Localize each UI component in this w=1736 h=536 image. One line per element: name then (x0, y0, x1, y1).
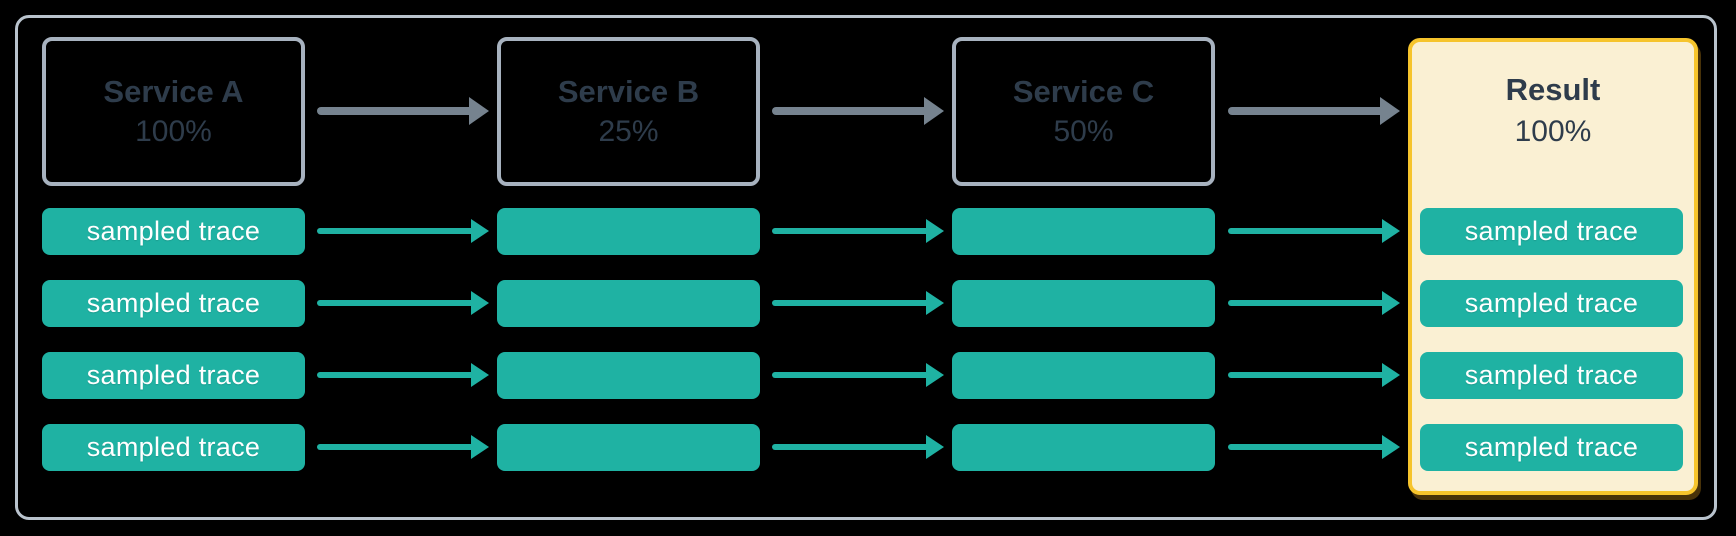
arrow-head-icon (926, 291, 944, 315)
result-panel: Result 100% (1408, 38, 1698, 495)
arrow-head-icon (1382, 363, 1400, 387)
service-c-title: Service C (1012, 73, 1155, 109)
arrow-shaft (1228, 228, 1385, 234)
arrow-shaft (1228, 444, 1385, 450)
arrow-shaft (772, 107, 929, 115)
service-a-box: Service A 100% (42, 37, 305, 186)
arrow-shaft (1228, 107, 1385, 115)
arrow-shaft (772, 372, 929, 378)
trace-bar-label: sampled trace (86, 288, 261, 318)
arrow-head-icon (926, 363, 944, 387)
arrow-shaft (317, 444, 474, 450)
trace-bar (497, 352, 760, 399)
arrow-shaft (772, 228, 929, 234)
arrow-shaft (317, 300, 474, 306)
arrow-shaft (317, 372, 474, 378)
trace-bar-label: sampled trace (1464, 288, 1639, 318)
service-a-title: Service A (103, 73, 244, 109)
arrow-head-icon (471, 363, 489, 387)
service-b-percent: 25% (598, 114, 659, 148)
arrow-head-icon (1382, 291, 1400, 315)
sampled-trace-bar: sampled trace (42, 280, 305, 327)
arrow-head-icon (926, 219, 944, 243)
trace-bar (952, 424, 1215, 471)
service-b-title: Service B (557, 73, 700, 109)
arrow-shaft (317, 228, 474, 234)
arrow-shaft (772, 444, 929, 450)
result-title: Result (1505, 72, 1601, 107)
sampled-trace-bar: sampled trace (42, 352, 305, 399)
arrow-head-icon (471, 435, 489, 459)
trace-bar-label: sampled trace (86, 360, 261, 390)
trace-bar (952, 280, 1215, 327)
arrow-shaft (1228, 372, 1385, 378)
outer-frame (15, 15, 1717, 520)
trace-bar (497, 208, 760, 255)
arrow-shaft (1228, 300, 1385, 306)
trace-bar-label: sampled trace (1464, 432, 1639, 462)
trace-bar (952, 208, 1215, 255)
arrow-head-icon (469, 97, 489, 125)
arrow-head-icon (1382, 219, 1400, 243)
trace-bar (497, 424, 760, 471)
result-sampled-trace-bar: sampled trace (1420, 352, 1683, 399)
arrow-head-icon (471, 291, 489, 315)
result-sampled-trace-bar: sampled trace (1420, 280, 1683, 327)
result-percent: 100% (1514, 114, 1592, 148)
arrow-head-icon (1380, 97, 1400, 125)
arrow-head-icon (924, 97, 944, 125)
service-b-box: Service B 25% (497, 37, 760, 186)
trace-bar-label: sampled trace (1464, 360, 1639, 390)
arrow-shaft (317, 107, 474, 115)
result-sampled-trace-bar: sampled trace (1420, 424, 1683, 471)
arrow-shaft (772, 300, 929, 306)
trace-bar (952, 352, 1215, 399)
trace-bar-label: sampled trace (1464, 216, 1639, 246)
arrow-head-icon (926, 435, 944, 459)
trace-bar (497, 280, 760, 327)
service-c-box: Service C 50% (952, 37, 1215, 186)
arrow-head-icon (1382, 435, 1400, 459)
result-sampled-trace-bar: sampled trace (1420, 208, 1683, 255)
service-a-percent: 100% (135, 114, 212, 148)
sampled-trace-bar: sampled trace (42, 424, 305, 471)
trace-bar-label: sampled trace (86, 216, 261, 246)
trace-bar-label: sampled trace (86, 432, 261, 462)
service-c-percent: 50% (1053, 114, 1114, 148)
sampled-trace-bar: sampled trace (42, 208, 305, 255)
arrow-head-icon (471, 219, 489, 243)
